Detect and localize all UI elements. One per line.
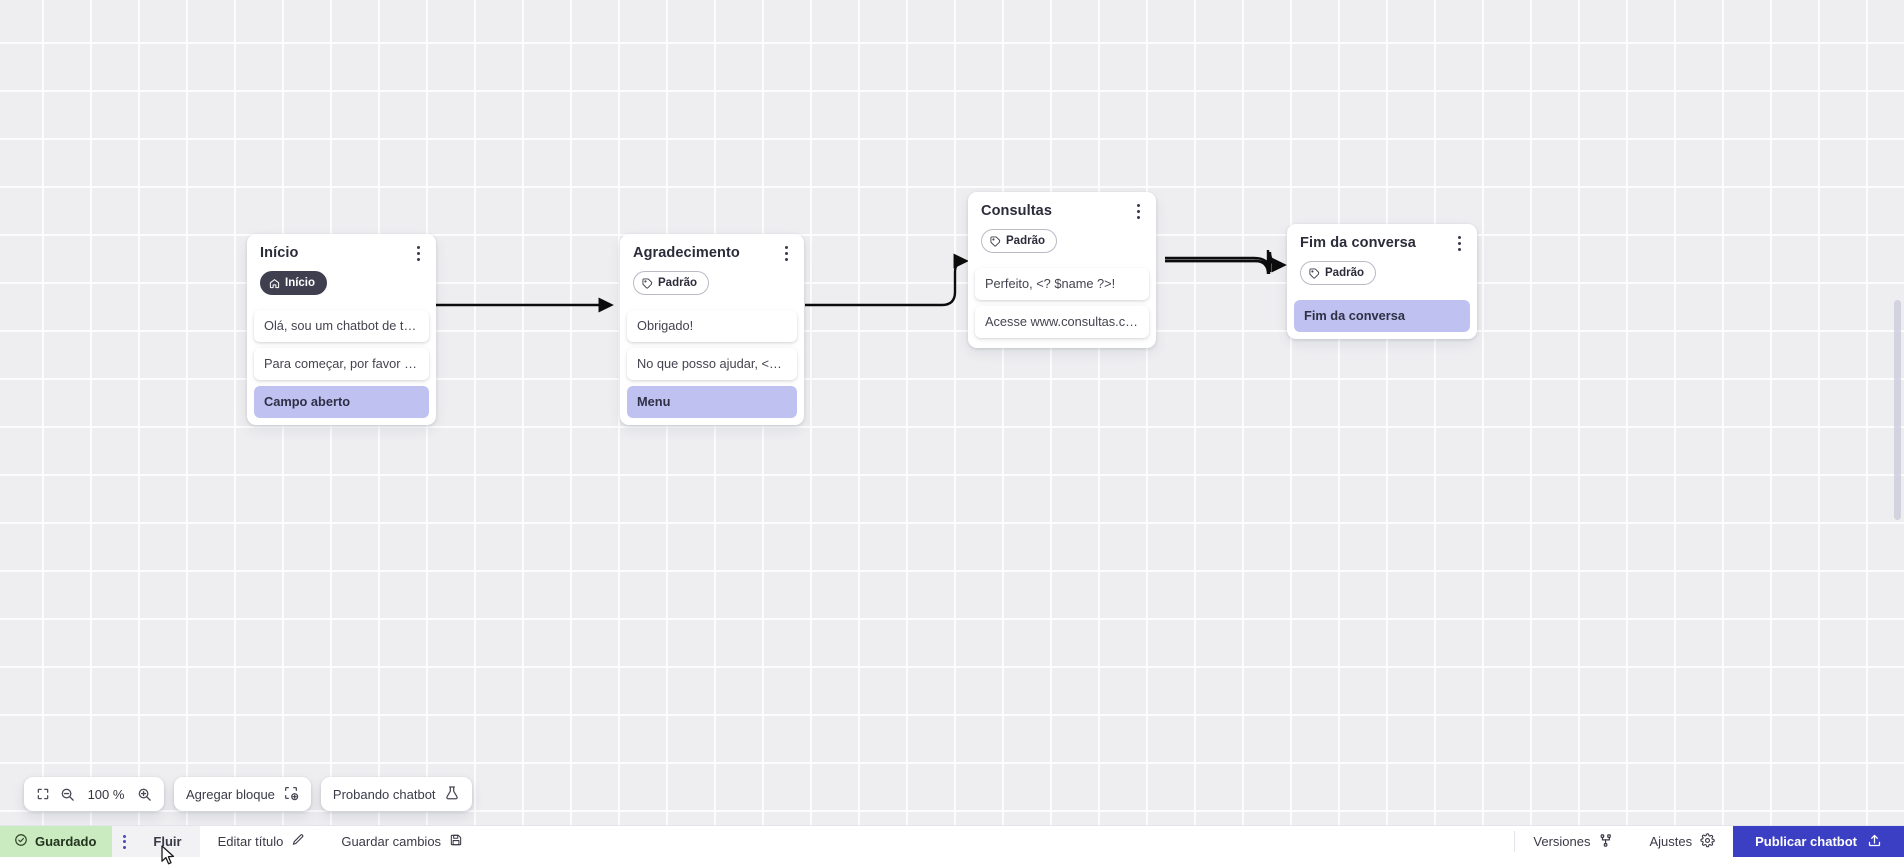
edge-consultas-fim (1165, 250, 1280, 274)
saved-label: Guardado (35, 834, 96, 849)
publish-chatbot-button[interactable]: Publicar chatbot (1733, 826, 1904, 857)
test-chatbot-group[interactable]: Probando chatbot (321, 777, 472, 811)
node-menu-button[interactable] (409, 243, 427, 263)
edit-title-button[interactable]: Editar título (200, 826, 324, 857)
add-block-group[interactable]: Agregar bloque (174, 777, 311, 811)
zoom-controls-group: 100 % (24, 777, 164, 811)
versions-button[interactable]: Versiones (1515, 826, 1631, 857)
statusbar-spacer (481, 826, 1514, 857)
flow-node-agradecimento[interactable]: Agradecimento Padrão Obrigado! No que po… (620, 234, 804, 425)
node-row[interactable]: Olá, sou um chatbot de teste! (254, 310, 429, 342)
gear-icon (1700, 833, 1715, 851)
versions-label: Versiones (1533, 834, 1590, 849)
status-badge-saved: Guardado (0, 826, 112, 857)
flow-canvas[interactable]: Início Início Olá, sou um chatbot de tes… (0, 0, 1904, 825)
node-badge-label: Padrão (658, 276, 697, 290)
floppy-disk-icon (449, 833, 463, 850)
tag-icon (990, 236, 1001, 247)
node-row[interactable]: Acesse www.consultas.com par... (975, 306, 1149, 338)
flask-icon (444, 785, 460, 804)
node-menu-button[interactable] (1450, 233, 1468, 253)
zoom-in-icon[interactable] (137, 787, 152, 802)
check-circle-icon (14, 833, 28, 850)
node-row[interactable]: Perfeito, <? $name ?>! (975, 268, 1149, 300)
save-changes-button[interactable]: Guardar cambios (323, 826, 481, 857)
upload-icon (1867, 833, 1882, 851)
zoom-out-icon[interactable] (60, 787, 75, 802)
node-badge-default[interactable]: Padrão (981, 229, 1057, 253)
edge-consultas-fim-tail (1165, 252, 1281, 274)
canvas-toolbar: 100 % Agregar bloque Probando chatbot (24, 777, 472, 811)
pencil-icon (291, 833, 305, 850)
node-title: Consultas (981, 203, 1143, 220)
tag-icon (642, 278, 653, 289)
node-badge-label: Padrão (1006, 234, 1045, 248)
fit-screen-icon[interactable] (36, 787, 50, 801)
bottom-status-bar: Guardado Fluir Editar título Guardar cam… (0, 825, 1904, 857)
node-row-highlight[interactable]: Menu (627, 386, 797, 418)
node-rows: Fim da conversa (1287, 300, 1477, 332)
node-title: Agradecimento (633, 245, 791, 262)
node-badge-default[interactable]: Padrão (633, 271, 709, 295)
kebab-menu-icon[interactable] (112, 826, 135, 857)
flow-node-fim-da-conversa[interactable]: Fim da conversa Padrão Fim da conversa (1287, 224, 1477, 339)
settings-label: Ajustes (1650, 834, 1693, 849)
branch-icon (1599, 833, 1614, 851)
add-block-button[interactable]: Agregar bloque (186, 785, 299, 804)
node-header: Consultas Padrão (968, 192, 1156, 262)
node-title: Início (260, 245, 423, 262)
settings-button[interactable]: Ajustes (1632, 826, 1734, 857)
edge-agradecimento-consultas (805, 261, 966, 305)
node-row-highlight[interactable]: Campo aberto (254, 386, 429, 418)
save-changes-label: Guardar cambios (341, 834, 441, 849)
node-header: Início Início (247, 234, 436, 304)
node-header: Agradecimento Padrão (620, 234, 804, 304)
node-row-highlight[interactable]: Fim da conversa (1294, 300, 1470, 332)
test-chatbot-button[interactable]: Probando chatbot (333, 785, 460, 804)
node-rows: Obrigado! No que posso ajudar, <? $name … (620, 310, 804, 418)
tab-fluir[interactable]: Fluir (135, 826, 199, 857)
edge-consultas-fim-main (1165, 252, 1284, 272)
flow-node-inicio[interactable]: Início Início Olá, sou um chatbot de tes… (247, 234, 436, 425)
node-menu-button[interactable] (777, 243, 795, 263)
node-title: Fim da conversa (1300, 235, 1464, 252)
node-badge-default[interactable]: Padrão (1300, 261, 1376, 285)
add-block-label: Agregar bloque (186, 787, 275, 802)
node-row[interactable]: Obrigado! (627, 310, 797, 342)
publish-chatbot-label: Publicar chatbot (1755, 834, 1857, 849)
node-badge-label: Início (285, 276, 315, 290)
home-icon (269, 278, 280, 289)
flow-node-consultas[interactable]: Consultas Padrão Perfeito, <? $name ?>! … (968, 192, 1156, 348)
node-menu-button[interactable] (1129, 201, 1147, 221)
node-badge-start[interactable]: Início (260, 271, 327, 295)
canvas-vertical-scrollbar[interactable] (1894, 300, 1901, 520)
node-row[interactable]: No que posso ajudar, <? $name ... (627, 348, 797, 380)
tab-fluir-label: Fluir (153, 834, 181, 849)
node-rows: Perfeito, <? $name ?>! Acesse www.consul… (968, 268, 1156, 348)
node-badge-label: Padrão (1325, 266, 1364, 280)
node-row[interactable]: Para começar, por favor digite o ... (254, 348, 429, 380)
tag-icon (1309, 268, 1320, 279)
zoom-level-label: 100 % (85, 787, 127, 802)
add-block-icon (283, 785, 299, 804)
node-rows: Olá, sou um chatbot de teste! Para começ… (247, 310, 436, 418)
test-chatbot-label: Probando chatbot (333, 787, 436, 802)
node-header: Fim da conversa Padrão (1287, 224, 1477, 294)
edit-title-label: Editar título (218, 834, 284, 849)
